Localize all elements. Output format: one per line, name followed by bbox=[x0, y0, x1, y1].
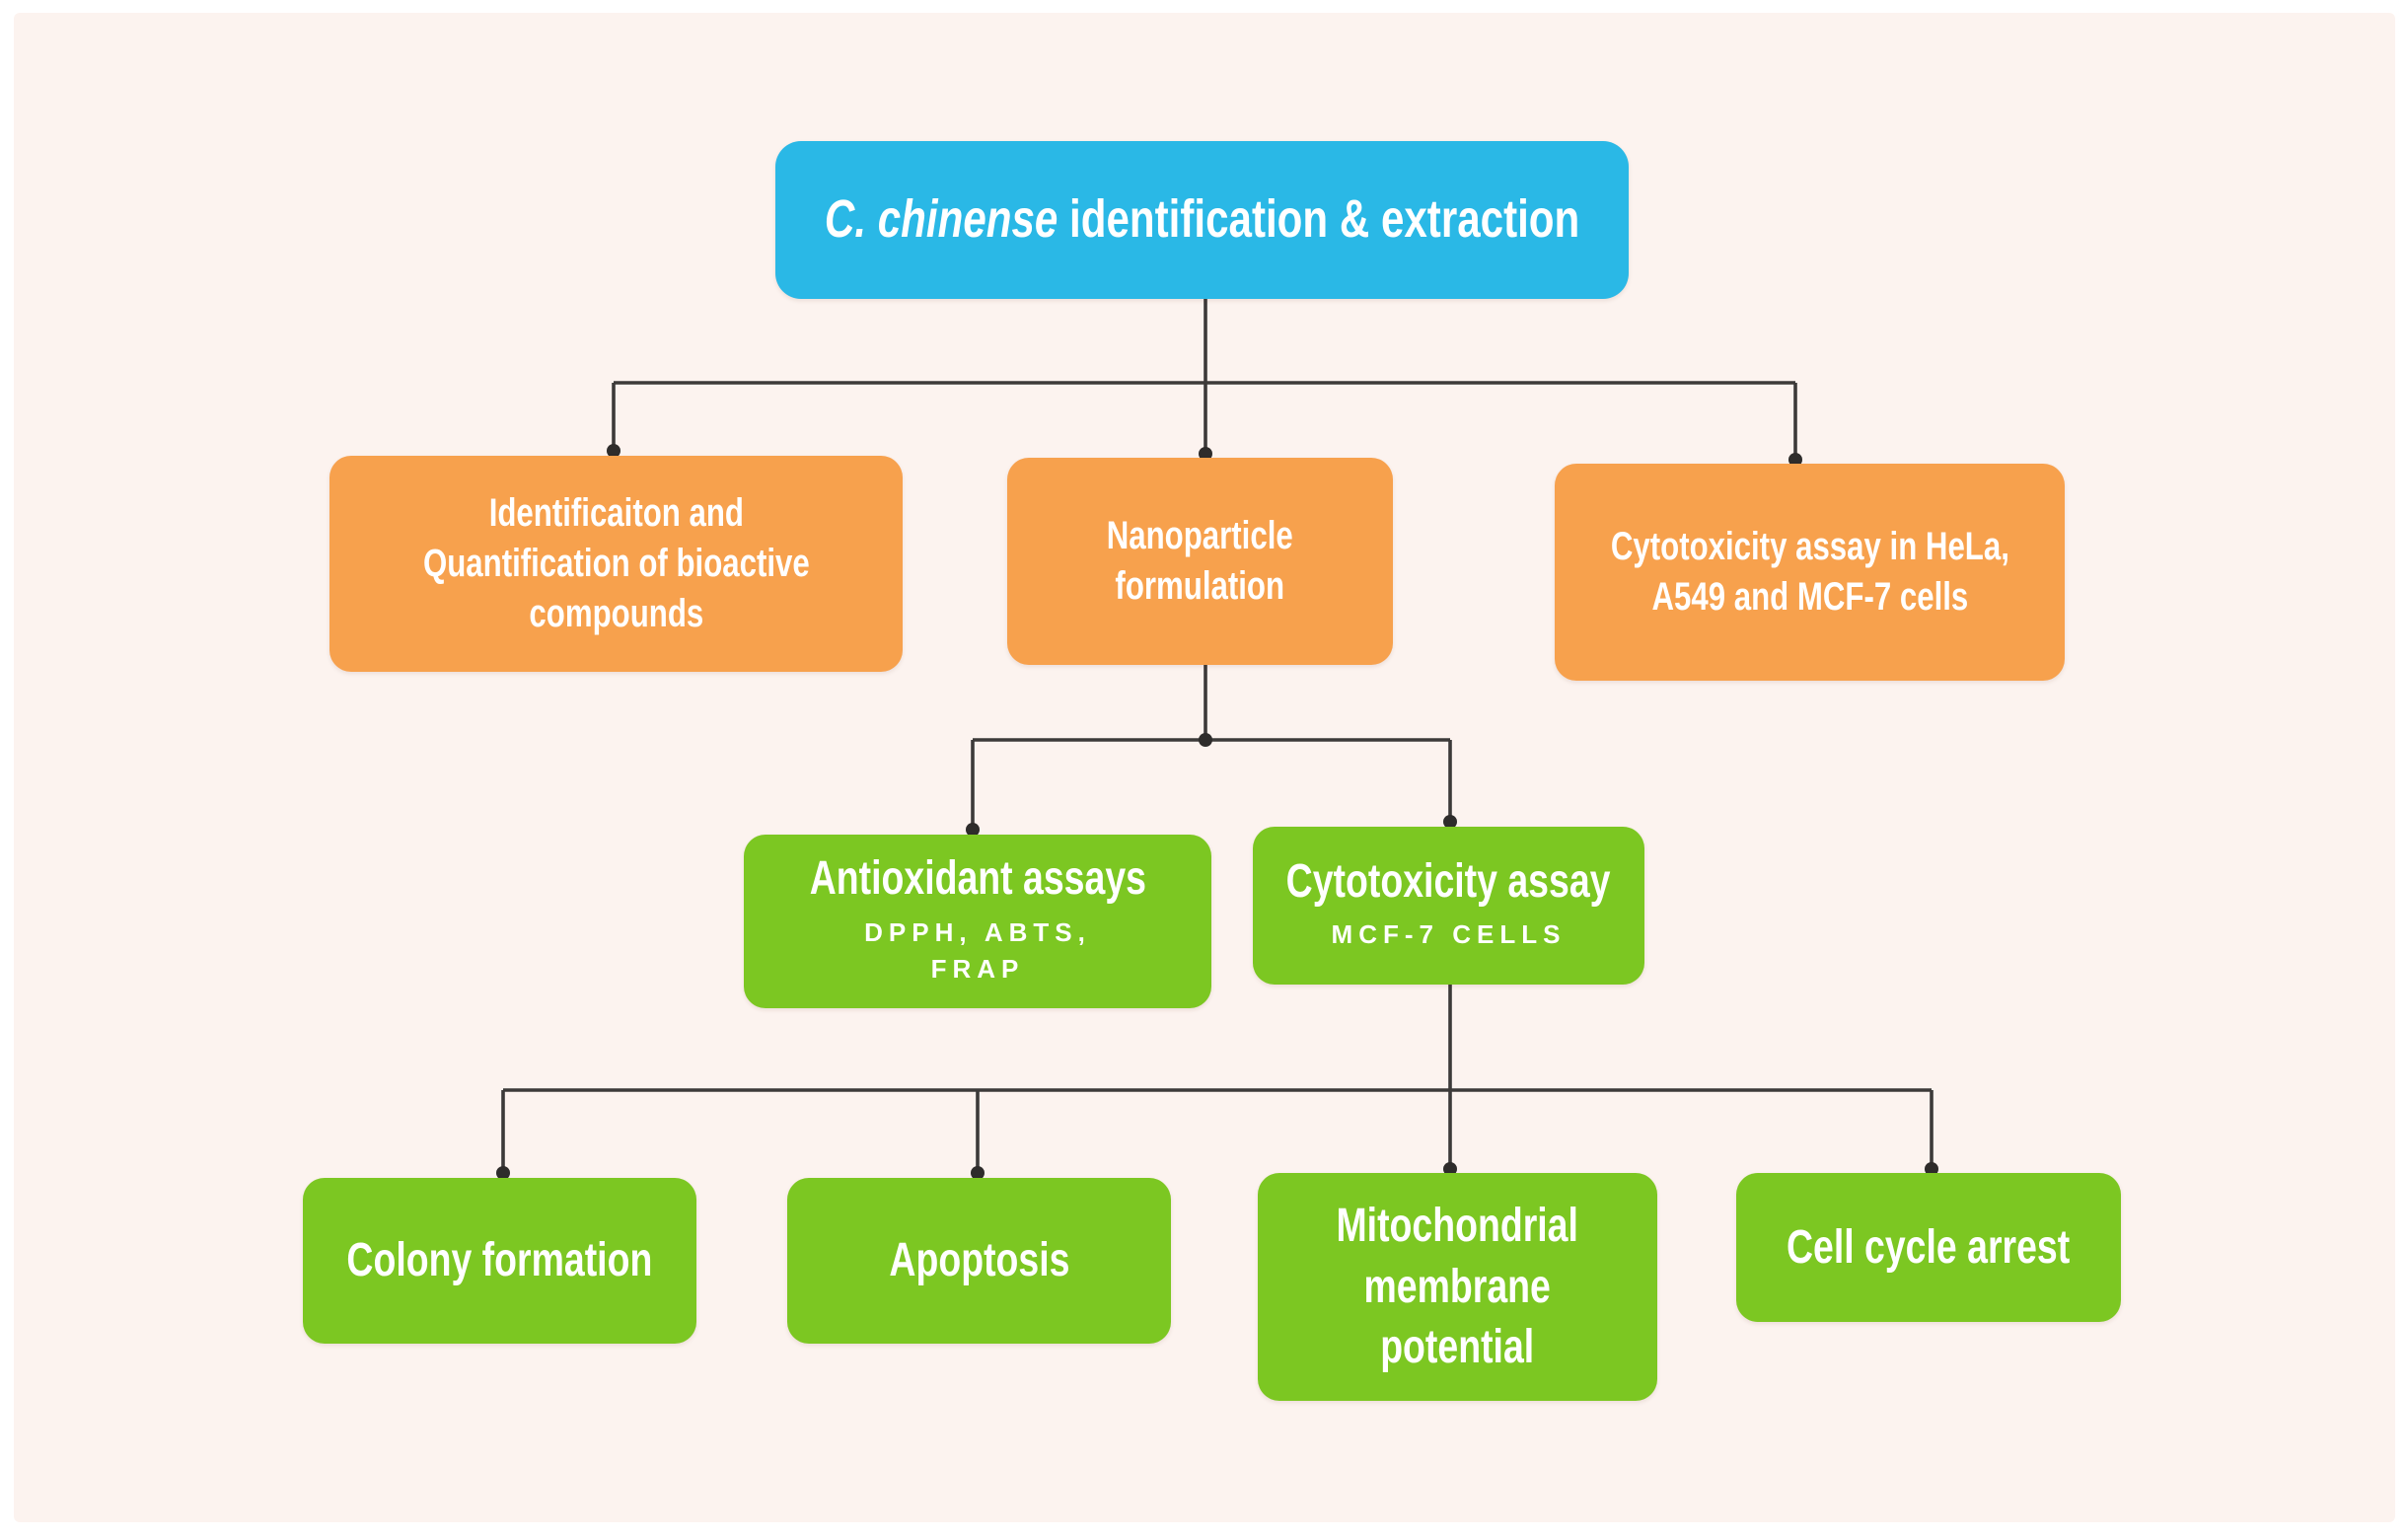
node-nanoparticle-formulation: Nanoparticle formulation bbox=[1007, 458, 1393, 665]
node-mitochondrial-membrane-potential: Mitochondrial membrane potential bbox=[1258, 1173, 1657, 1401]
node-colony-formation: Colony formation bbox=[303, 1178, 696, 1344]
node-title: Identificaiton and Quantification of bio… bbox=[422, 490, 810, 636]
node-subtitle: MCF-7 CELLS bbox=[1331, 919, 1567, 950]
node-title: Cytotoxicity assay in HeLa, A549 and MCF… bbox=[1610, 524, 2009, 619]
node-title: Nanoparticle formulation bbox=[1106, 513, 1293, 608]
node-cytotoxicity-hela-a549-mcf7: Cytotoxicity assay in HeLa, A549 and MCF… bbox=[1555, 464, 2065, 681]
node-cytotoxicity-assay-mcf7: Cytotoxicity assay MCF-7 CELLS bbox=[1253, 827, 1644, 985]
node-cell-cycle-arrest: Cell cycle arrest bbox=[1736, 1173, 2121, 1322]
node-title: Cell cycle arrest bbox=[1787, 1220, 2071, 1274]
node-title: C. chinense identification & extraction bbox=[776, 185, 1629, 254]
species-name: C. chinense bbox=[824, 189, 1058, 250]
title-rest: identification & extraction bbox=[1058, 189, 1580, 250]
node-title: Cytotoxicity assay bbox=[1286, 854, 1611, 908]
node-identification-extraction: C. chinense identification & extraction bbox=[775, 141, 1629, 299]
node-title: Antioxidant assays bbox=[809, 852, 1146, 906]
node-title: Apoptosis bbox=[888, 1234, 1070, 1287]
node-antioxidant-assays: Antioxidant assays DPPH, ABTS, FRAP bbox=[744, 835, 1211, 1008]
node-title: Mitochondrial membrane potential bbox=[1336, 1200, 1579, 1374]
node-identification-quantification: Identificaiton and Quantification of bio… bbox=[329, 456, 903, 672]
node-title: Colony formation bbox=[346, 1234, 653, 1287]
node-apoptosis: Apoptosis bbox=[787, 1178, 1171, 1344]
node-subtitle: DPPH, ABTS, FRAP bbox=[864, 916, 1091, 985]
